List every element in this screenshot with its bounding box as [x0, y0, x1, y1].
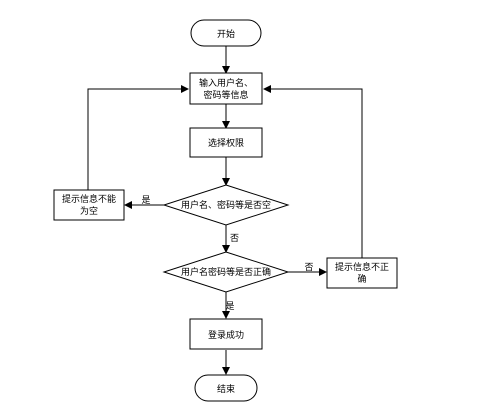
input-process-box — [189, 72, 263, 105]
no-label-empty: 否 — [230, 233, 239, 244]
edge-incorrectmsg-input — [263, 85, 363, 258]
empty-check-decision — [162, 184, 290, 226]
incorrect-message-box — [326, 257, 398, 289]
select-permission-box — [189, 127, 263, 158]
correct-check-decision — [162, 251, 290, 293]
correct-check-label: 用户名密码等是否正确 — [181, 266, 271, 278]
edge-emptymsg-input — [87, 85, 189, 190]
end-terminator — [194, 374, 258, 402]
select-permission-label: 选择权限 — [208, 137, 244, 149]
login-success-label: 登录成功 — [208, 329, 244, 341]
incorrect-message-line2: 确 — [357, 273, 366, 285]
input-label-line2: 密码等信息 — [203, 89, 248, 101]
no-label-correct: 否 — [304, 262, 313, 273]
empty-message-line2: 为空 — [80, 205, 98, 217]
yes-label-empty: 是 — [141, 195, 150, 206]
yes-label-correct: 是 — [225, 301, 234, 312]
start-terminator — [190, 19, 262, 47]
empty-check-label: 用户名、密码等是否空 — [181, 199, 271, 211]
login-success-box — [189, 318, 263, 350]
start-label: 开始 — [217, 28, 235, 40]
empty-message-line1: 提示信息不能 — [62, 193, 116, 205]
empty-message-box — [53, 189, 125, 221]
incorrect-message-line1: 提示信息不正 — [335, 261, 389, 273]
input-label-line1: 输入用户名、 — [199, 77, 253, 89]
end-label: 结束 — [217, 383, 235, 395]
